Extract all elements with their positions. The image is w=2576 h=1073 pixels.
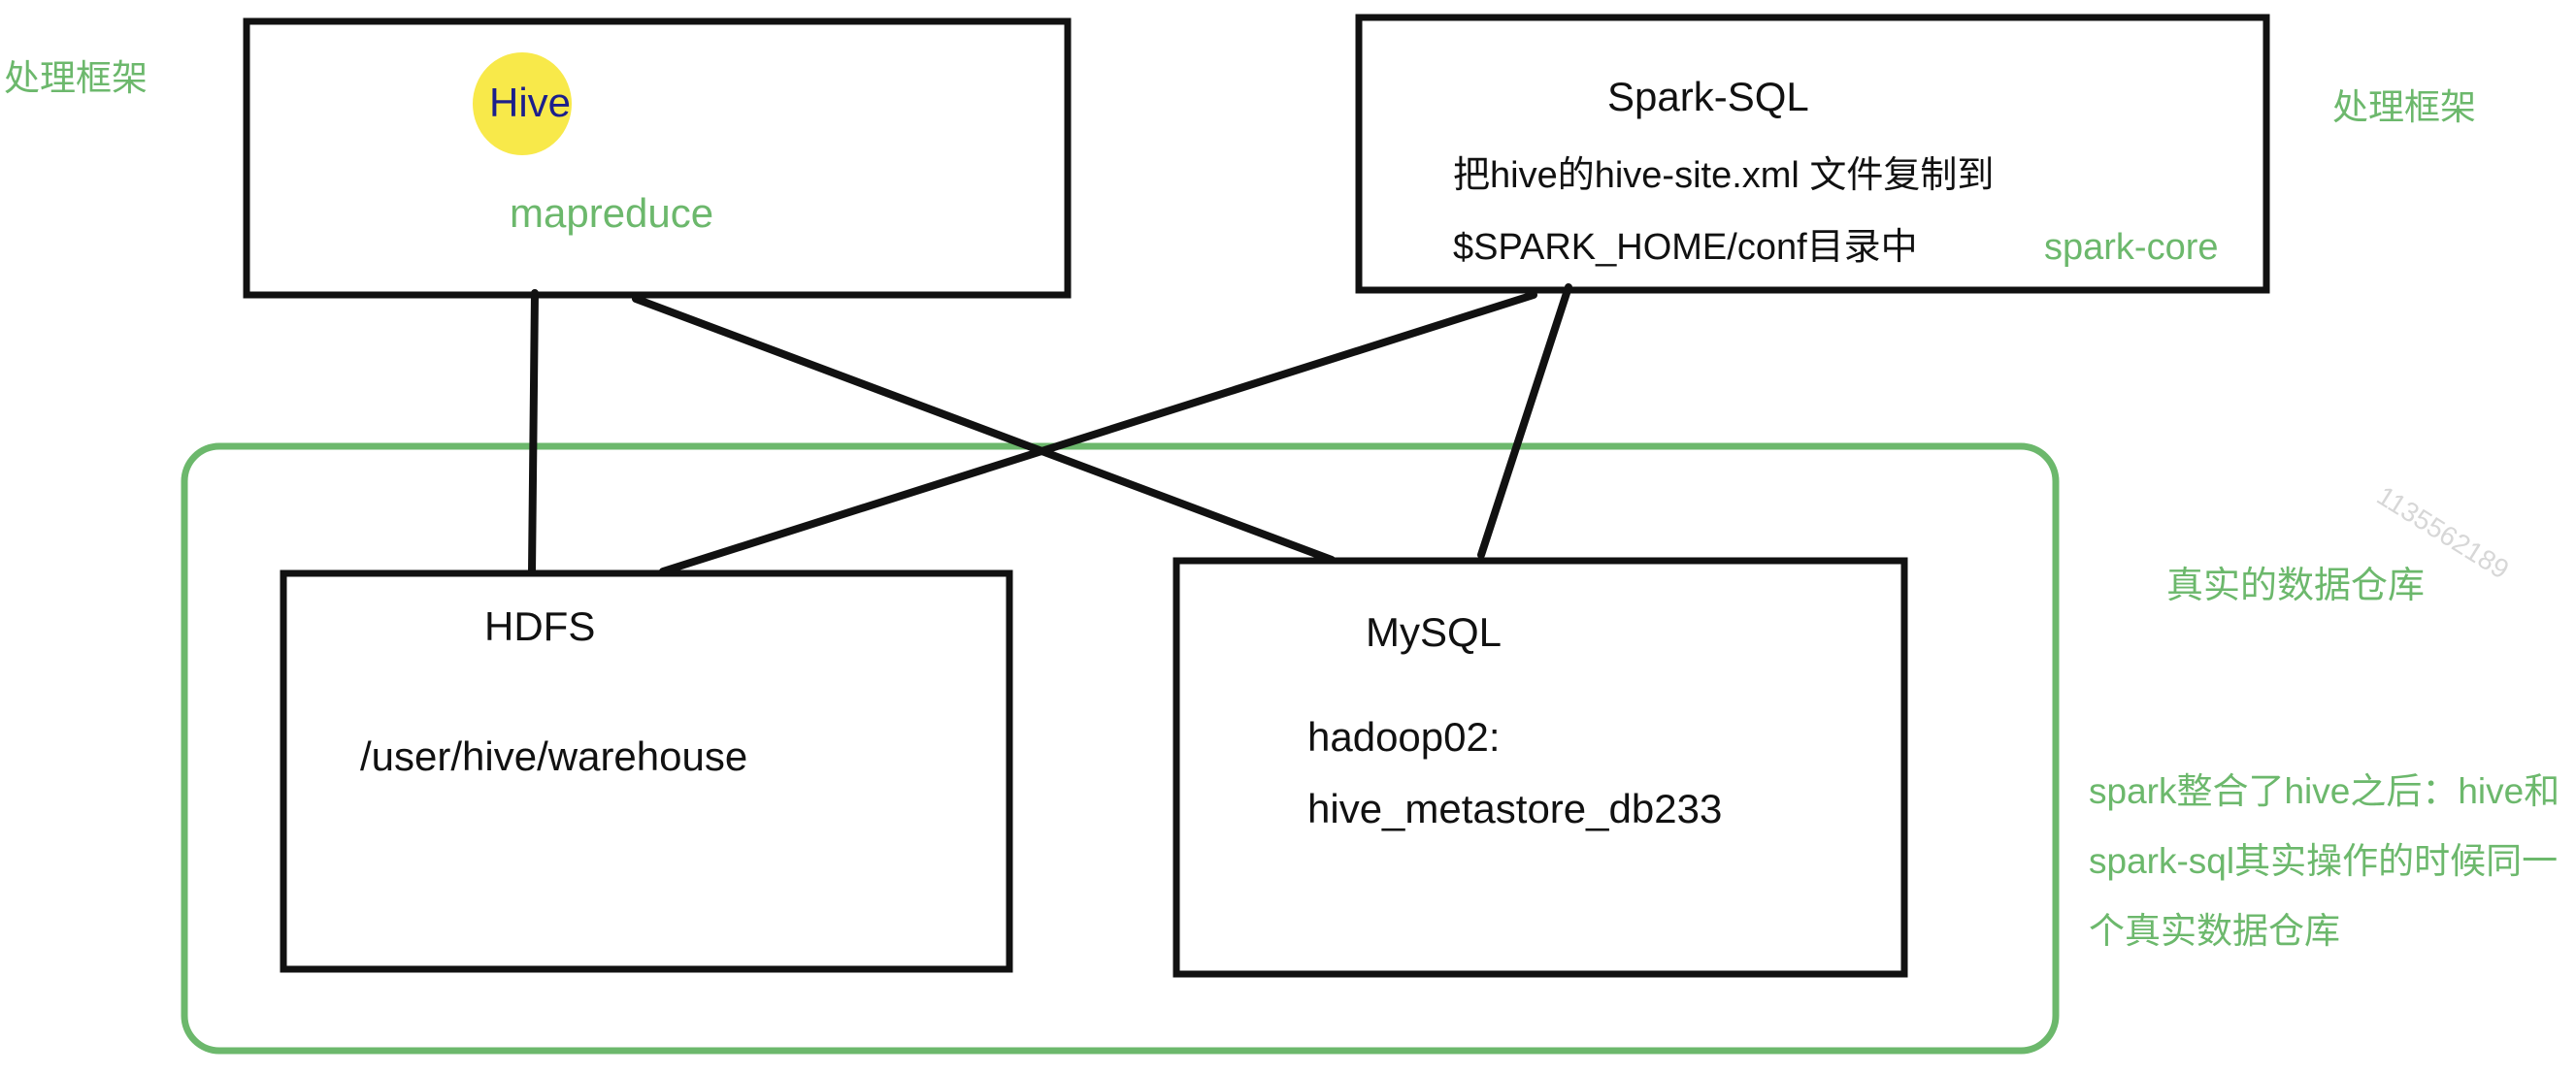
connector-hive-hdfs [528, 289, 539, 576]
spark-instruction-line1: 把hive的hive-site.xml 文件复制到 [1453, 155, 1995, 196]
mysql-database: hive_metastore_db233 [1307, 786, 1723, 831]
hive-title: Hive [489, 80, 572, 125]
hdfs-title: HDFS [484, 603, 596, 649]
connector-spark-mysql [1477, 283, 1572, 559]
hive-engine-label: mapreduce [510, 190, 714, 236]
connector-spark-hdfs [659, 291, 1537, 575]
left-processing-framework-label: 处理框架 [4, 58, 148, 98]
spark-instruction-line2: $SPARK_HOME/conf目录中 [1453, 227, 1918, 268]
right-processing-framework-label: 处理框架 [2332, 87, 2476, 127]
hive-box [243, 17, 1072, 299]
warehouse-group-border [181, 442, 2060, 1055]
mysql-box [1172, 557, 1908, 978]
hdfs-box [280, 569, 1013, 973]
real-data-warehouse-label: 真实的数据仓库 [2166, 566, 2426, 606]
mysql-host: hadoop02: [1307, 714, 1501, 760]
hdfs-warehouse-path: /user/hive/warehouse [360, 733, 748, 779]
spark-engine-label: spark-core [2044, 227, 2219, 268]
cursor-highlight [473, 52, 572, 155]
connector-hive-mysql [632, 295, 1336, 564]
spark-sql-box [1355, 14, 2270, 294]
mysql-title: MySQL [1366, 609, 1503, 655]
integration-note: spark整合了hive之后：hive和spark-sql其实操作的时候同一个真… [2089, 771, 2560, 951]
spark-sql-title: Spark-SQL [1607, 74, 1809, 119]
